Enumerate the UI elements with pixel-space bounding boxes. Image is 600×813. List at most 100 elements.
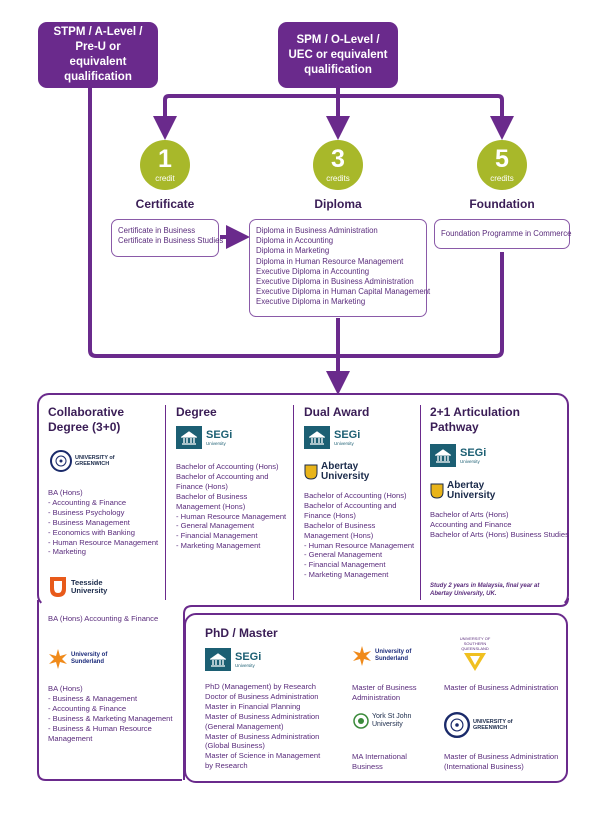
abertay-logo: Abertay University	[430, 481, 503, 501]
list-item: Bachelor of Arts (Hons) Business Studies	[430, 529, 569, 539]
list-item: (International Business)	[444, 761, 524, 771]
segi-name: SEGi	[235, 650, 262, 663]
list-item: Master of Business Administration	[205, 711, 320, 721]
list-item: Bachelor of Business	[176, 491, 248, 501]
usq-logo-text: UNIVERSITY OF SOUTHERN QUEENSLAND	[459, 636, 491, 651]
list-item: Master in Financial Planning	[205, 701, 301, 711]
list-item: Bachelor of Accounting and	[176, 471, 269, 481]
divider	[165, 405, 166, 600]
list-item: Master of Business Administration	[444, 683, 559, 692]
segi-emblem-icon	[176, 426, 202, 449]
list-item: Accounting and Finance	[430, 519, 512, 529]
list-item: - Accounting & Finance	[48, 703, 127, 713]
list-item: Diploma in Accounting	[256, 236, 334, 246]
sunderland-sun-icon	[49, 649, 67, 669]
list-item: PhD (Management) by Research	[205, 682, 317, 691]
credit-circle-foundation: 5 credits	[477, 140, 527, 190]
phd-title: PhD / Master	[205, 626, 278, 640]
degree-programs: Bachelor of Accounting (Hons) Bachelor o…	[176, 462, 286, 551]
list-item: Foundation Programme in Commerce	[441, 229, 572, 238]
list-item: Executive Diploma in Business Administra…	[256, 277, 414, 287]
entry-spm-label: SPM / O-Level / UEC or equivalent qualif…	[288, 33, 388, 76]
sunderland-logo-text: University of Sunderland	[375, 649, 412, 662]
usq-logo: UNIVERSITY OF SOUTHERN QUEENSLAND	[452, 636, 498, 673]
phd-usq-programs: Master of Business Administration	[444, 683, 558, 693]
segi-emblem-icon	[304, 426, 330, 449]
artic-note: Study 2 years in Malaysia, final year at…	[430, 583, 540, 597]
list-item: - Marketing	[48, 547, 86, 557]
list-item: Management (Hons)	[176, 501, 246, 511]
abertay-logo-text: Abertay University	[447, 480, 496, 501]
level-title-foundation: Foundation	[469, 197, 535, 211]
list-item: Finance (Hons)	[304, 510, 356, 520]
abertay-shield-icon	[304, 464, 318, 480]
sunderland-logo-text: University of Sunderland	[71, 652, 108, 665]
greenwich-logo: UNIVERSITY of GREENWICH	[444, 712, 523, 738]
segi-sub: University	[206, 440, 226, 446]
teesside-logo-text: Teesside University	[71, 578, 108, 595]
list-item: Business	[352, 761, 383, 771]
abertay-logo-text: Abertay University	[321, 461, 370, 482]
segi-name: SEGi	[334, 428, 361, 441]
artic-programs: Bachelor of Arts (Hons) Accounting and F…	[430, 510, 569, 540]
greenwich-logo-text: UNIVERSITY of GREENWICH	[473, 719, 513, 731]
collab-title: Collaborative Degree (3+0)	[48, 405, 125, 434]
teesside-mark-icon	[50, 577, 66, 597]
dual-programs: Bachelor of Accounting (Hons) Bachelor o…	[304, 491, 414, 580]
certificate-list: Certificate in Business Certificate in B…	[111, 219, 224, 257]
credit-word: credit	[155, 174, 175, 183]
credit-number: 1	[158, 145, 172, 173]
greenwich-programs: BA (Hons) - Accounting & Finance - Busin…	[48, 488, 158, 557]
list-item: MA International	[352, 752, 407, 761]
list-item: - Financial Management	[176, 531, 258, 541]
segi-logo: SEGi University	[304, 426, 360, 449]
list-item: - Marketing Management	[304, 570, 389, 580]
list-item: BA (Hons) Accounting & Finance	[48, 614, 159, 623]
segi-emblem-icon	[430, 444, 456, 467]
entry-box-stpm: STPM / A-Level / Pre-U or equivalent qua…	[38, 22, 158, 88]
list-item: - Business & Management	[48, 693, 138, 703]
divider	[293, 405, 294, 600]
entry-stpm-label: STPM / A-Level / Pre-U or equivalent qua…	[53, 26, 143, 83]
list-item: - Business Management	[48, 517, 130, 527]
level-title-certificate: Certificate	[135, 197, 195, 211]
foundation-list: Foundation Programme in Commerce	[434, 219, 572, 249]
segi-logo: SEGi University	[205, 648, 261, 671]
level-title-diploma: Diploma	[314, 197, 362, 211]
teesside-logo: Teesside University	[48, 575, 121, 599]
sunderland-logo: University of Sunderland	[352, 645, 423, 667]
list-item: (General Management)	[205, 721, 284, 731]
york-rose-icon	[353, 713, 369, 729]
diploma-list: Diploma in Business Administration Diplo…	[249, 219, 430, 317]
list-item: - Accounting & Finance	[48, 497, 127, 507]
list-item: Management (Hons)	[304, 530, 374, 540]
segi-logo: SEGi University	[176, 426, 232, 449]
list-item: - General Management	[176, 521, 255, 531]
list-item: - Human Resource Management	[48, 537, 159, 547]
list-item: Certificate in Business Studies	[118, 236, 224, 246]
list-item: - Financial Management	[304, 560, 386, 570]
phd-york-programs: MA International Business	[352, 752, 407, 772]
list-item: BA (Hons)	[48, 488, 83, 497]
list-item: Bachelor of Accounting and	[304, 500, 397, 510]
list-item: Master of Business Administration	[444, 752, 559, 761]
teesside-programs: BA (Hons) Accounting & Finance	[48, 614, 158, 624]
greenwich-logo-text: UNIVERSITY of GREENWICH	[75, 455, 115, 467]
segi-name: SEGi	[206, 428, 233, 441]
abertay-logo: Abertay University	[304, 462, 377, 482]
list-item: Certificate in Business	[118, 226, 196, 235]
credit-number: 3	[331, 145, 345, 173]
list-item: Bachelor of Accounting (Hons)	[176, 462, 279, 471]
sunderland-sun-icon	[353, 646, 371, 666]
list-item: - Human Resource Management	[304, 540, 415, 550]
credit-number: 5	[495, 145, 509, 173]
list-item: Diploma in Business Administration	[256, 226, 378, 235]
list-item: - Economics with Banking	[48, 527, 135, 537]
usq-crest-icon	[464, 653, 486, 671]
list-item: Diploma in Human Resource Management	[256, 256, 404, 266]
segi-emblem-icon	[205, 648, 231, 671]
list-item: Master of Business Administration	[205, 731, 320, 741]
list-item: - Business & Human Resource	[48, 723, 152, 733]
york-logo-text: York St John University	[372, 713, 412, 728]
